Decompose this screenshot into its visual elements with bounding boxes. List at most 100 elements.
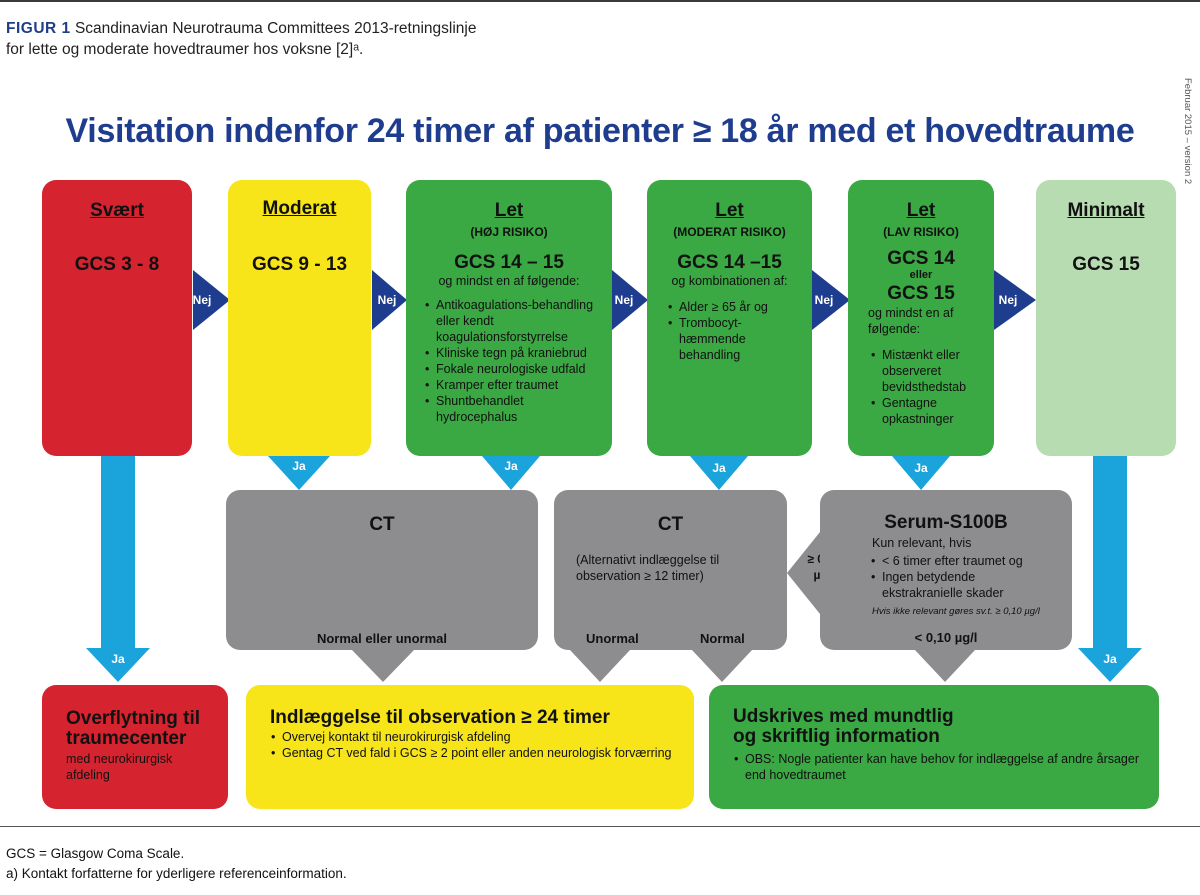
category-svaert: Svært GCS 3 - 8 xyxy=(42,180,192,456)
top-rule xyxy=(0,0,1200,2)
outcome-admission: Indlæggelse til observation ≥ 24 timer O… xyxy=(246,685,694,809)
nej-arrow-4 xyxy=(812,270,850,330)
serum-relevant: Kun relevant, hvis xyxy=(872,536,972,550)
ja-label-let-moderat: Ja xyxy=(712,461,726,475)
category-let-moderat-risiko: Let (MODERAT RISIKO) GCS 14 –15 og kombi… xyxy=(647,180,812,456)
discharge-items: OBS: Nogle patienter kan have behov for … xyxy=(733,751,1153,783)
ct1-pointer xyxy=(352,650,414,682)
ja-arrow-let-moderat xyxy=(690,456,748,490)
ja-arrow-let-hoj xyxy=(482,456,540,490)
let-moderat-intro: og kombinationen af: xyxy=(671,274,788,288)
let-lav-criteria: Mistænkt eller observeret bevidsthedstab… xyxy=(870,347,988,427)
list-item: Ingen betydende ekstrakranielle skader xyxy=(870,569,1050,601)
nej-arrow-5 xyxy=(994,270,1036,330)
let-lav-intro: og mindst en af følgende: xyxy=(868,306,954,336)
transfer-title: Overflytning til traumecenter xyxy=(66,708,201,749)
version-note: Februar 2015 – version 2 xyxy=(1182,78,1193,185)
transfer-subtitle: med neurokirurgisk afdeling xyxy=(66,752,173,782)
caption-line-2: for lette og moderate hovedtraumer hos v… xyxy=(6,41,364,58)
ct2-unormal-pointer xyxy=(570,650,630,682)
outcome-transfer: Overflytning til traumecenter med neurok… xyxy=(42,685,228,809)
list-item: Shuntbehandlet hydrocephalus xyxy=(424,393,606,425)
moderat-gcs: GCS 9 - 13 xyxy=(251,254,348,275)
footnote-a: a) Kontakt forfatterne for yderligere re… xyxy=(6,866,347,881)
let-hoj-gcs: GCS 14 – 15 xyxy=(454,252,564,273)
ct1-result: Normal eller unormal xyxy=(316,631,448,646)
minimalt-gcs: GCS 15 xyxy=(1072,254,1140,275)
category-minimalt: Minimalt GCS 15 xyxy=(1036,180,1176,456)
ja-label-let-lav: Ja xyxy=(914,461,928,475)
list-item: Alder ≥ 65 år og xyxy=(667,299,803,315)
let-lav-subtitle: (LAV RISIKO) xyxy=(883,225,959,239)
ct2-title: CT xyxy=(657,514,684,535)
ct2-normal: Normal xyxy=(700,631,745,646)
ja-label-let-hoj: Ja xyxy=(504,459,518,473)
list-item: Kliniske tegn på kraniebrud xyxy=(424,345,606,361)
caption-line-1: Scandinavian Neurotrauma Committees 2013… xyxy=(74,20,477,37)
list-item: OBS: Nogle patienter kan have behov for … xyxy=(733,751,1153,783)
serum-s100b-box: Serum-S100B Kun relevant, hvis < 6 timer… xyxy=(820,490,1072,650)
figure-caption: FIGUR 1 Scandinavian Neurotrauma Committ… xyxy=(6,18,476,60)
svaert-title: Svært xyxy=(90,200,144,221)
discharge-title: Udskrives med mundtlig og skriftlig info… xyxy=(733,706,954,747)
list-item: Overvej kontakt til neurokirurgisk afdel… xyxy=(270,729,690,745)
ct-box-1: CT Normal eller unormal xyxy=(226,490,538,650)
figure-label: FIGUR 1 xyxy=(6,20,71,37)
bottom-rule xyxy=(0,826,1200,827)
ct-box-2: CT (Alternativt indlæggelse til observat… xyxy=(554,490,787,650)
list-item: < 6 timer efter traumet og xyxy=(870,553,1050,569)
let-lav-gcs-a: GCS 14 xyxy=(887,248,955,269)
admission-items: Overvej kontakt til neurokirurgisk afdel… xyxy=(270,729,690,761)
ct1-title: CT xyxy=(369,514,395,535)
let-hoj-title: Let xyxy=(494,200,524,221)
ja-label-svaert: Ja xyxy=(111,652,125,666)
ja-head-svaert xyxy=(86,648,150,682)
list-item: Kramper efter traumet xyxy=(424,377,606,393)
list-item: Mistænkt eller observeret bevidsthedstab xyxy=(870,347,988,395)
category-moderat: Moderat GCS 9 - 13 xyxy=(228,180,371,456)
minimalt-title: Minimalt xyxy=(1067,200,1145,221)
ja-label-minimalt: Ja xyxy=(1103,652,1117,666)
serum-high-pointer xyxy=(787,532,820,614)
let-moderat-title: Let xyxy=(715,200,744,221)
serum-criteria: < 6 timer efter traumet og Ingen betyden… xyxy=(870,553,1050,601)
list-item: Fokale neurologiske udfald xyxy=(424,361,606,377)
footnote-gcs: GCS = Glasgow Coma Scale. xyxy=(6,846,185,861)
category-let-lav-risiko: Let (LAV RISIKO) GCS 14 eller GCS 15 og … xyxy=(848,180,994,456)
outcome-discharge: Udskrives med mundtlig og skriftlig info… xyxy=(709,685,1159,809)
serum-italic-note: Hvis ikke relevant gøres sv.t. ≥ 0,10 µg… xyxy=(872,606,1040,617)
serum-low-threshold: < 0,10 µg/l xyxy=(914,630,978,645)
category-let-hoj-risiko: Let (HØJ RISIKO) GCS 14 – 15 og mindst e… xyxy=(406,180,612,456)
list-item: Gentag CT ved fald i GCS ≥ 2 point eller… xyxy=(270,745,690,761)
ja-arrow-let-lav xyxy=(892,456,950,490)
let-hoj-subtitle: (HØJ RISIKO) xyxy=(470,225,548,239)
list-item: Antikoagulations-behandling eller kendt … xyxy=(424,297,606,345)
svaert-gcs: GCS 3 - 8 xyxy=(74,254,160,275)
nej-label-5: Nej xyxy=(998,293,1018,307)
ct2-note: (Alternativt indlæggelse til observation… xyxy=(576,553,720,583)
nej-arrow-1 xyxy=(193,270,230,330)
ja-arrow-moderat xyxy=(268,456,330,490)
serum-low-pointer xyxy=(915,650,975,682)
ja-head-minimalt xyxy=(1078,648,1142,682)
ct2-abnormal: Unormal xyxy=(586,631,639,646)
nej-label-3: Nej xyxy=(614,293,634,307)
ct2-normal-pointer xyxy=(692,650,752,682)
diagram-title: Visitation indenfor 24 timer af patiente… xyxy=(65,112,1135,150)
nej-label-2: Nej xyxy=(377,293,397,307)
let-moderat-subtitle: (MODERAT RISIKO) xyxy=(673,225,786,239)
nej-arrow-2 xyxy=(372,270,407,330)
nej-label-4: Nej xyxy=(814,293,834,307)
nej-label-1: Nej xyxy=(192,293,212,307)
moderat-title: Moderat xyxy=(262,198,337,219)
admission-title: Indlæggelse til observation ≥ 24 timer xyxy=(270,707,610,728)
ja-label-moderat: Ja xyxy=(292,459,306,473)
let-lav-gcs-b: GCS 15 xyxy=(887,283,955,304)
let-moderat-criteria: Alder ≥ 65 år og Trombocyt-hæmmende beha… xyxy=(667,299,803,363)
let-hoj-criteria: Antikoagulations-behandling eller kendt … xyxy=(424,297,606,425)
list-item: Gentagne opkastninger xyxy=(870,395,988,427)
list-item: Trombocyt-hæmmende behandling xyxy=(667,315,803,363)
ja-shaft-minimalt xyxy=(1093,456,1127,648)
nej-arrow-3 xyxy=(612,270,648,330)
let-lav-title: Let xyxy=(906,200,936,221)
